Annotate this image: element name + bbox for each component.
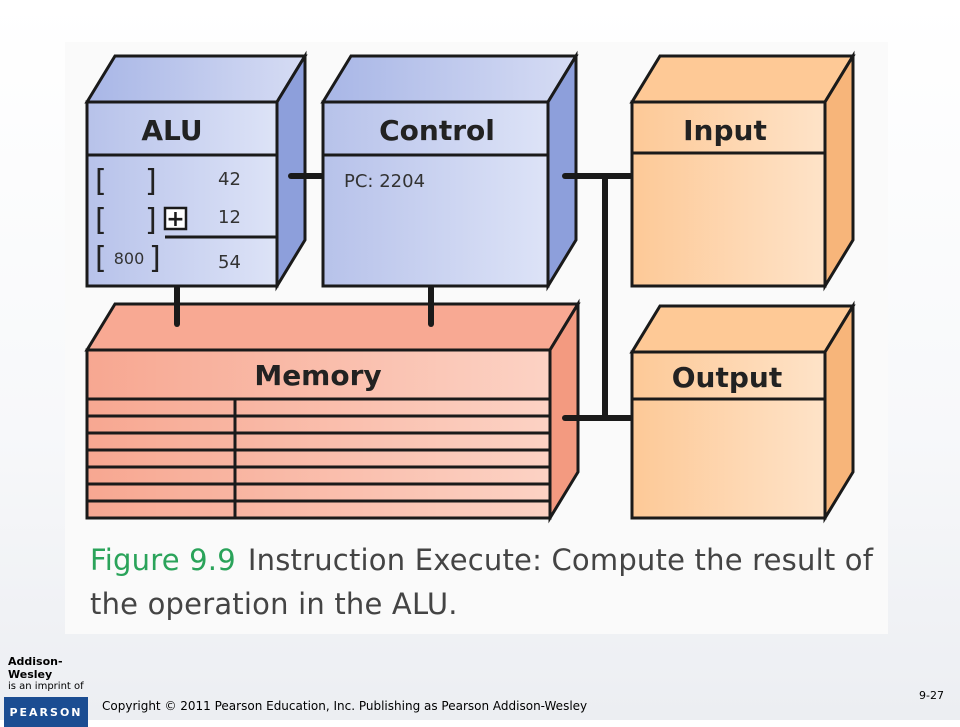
svg-text:[: [ — [95, 241, 107, 276]
output-title: Output — [672, 361, 782, 394]
svg-text:[: [ — [95, 203, 107, 238]
control-title: Control — [379, 114, 495, 147]
output-box: Output — [629, 300, 856, 524]
alu-title: ALU — [141, 114, 202, 147]
alu-register-1-value: 42 — [218, 169, 241, 190]
svg-text:]: ] — [145, 203, 157, 238]
system-bus — [174, 173, 633, 421]
input-box: Input — [629, 50, 856, 292]
svg-text:]: ] — [149, 241, 161, 276]
input-title: Input — [683, 114, 767, 147]
imprint-label: is an imprint of — [8, 681, 84, 692]
control-pc-value: PC: 2204 — [344, 171, 425, 192]
memory-cells — [87, 397, 550, 518]
slide-number: 9-27 — [919, 689, 944, 702]
alu-operator-symbol: + — [166, 207, 184, 232]
alu-register-3: [ ] 800 54 — [95, 241, 241, 276]
caption-text: Instruction Execute: Compute the result … — [90, 543, 874, 621]
alu-register-2-value: 12 — [218, 207, 241, 228]
svg-text:[: [ — [95, 164, 107, 199]
memory-box: Memory — [84, 298, 581, 524]
alu-register-2: [ ] 12 — [95, 203, 241, 238]
memory-title: Memory — [254, 359, 381, 392]
control-box: Control PC: 2204 — [320, 50, 579, 292]
alu-register-1: [ ] 42 — [95, 164, 241, 199]
pearson-logo: PEARSON — [4, 697, 88, 727]
alu-operator-icon: + — [163, 206, 188, 232]
figure-label: Figure 9.9 — [90, 543, 236, 577]
alu-register-3-content: 800 — [114, 249, 145, 268]
alu-box: ALU [ ] 42 [ ] 12 + [ ] 800 — [84, 50, 308, 292]
von-neumann-diagram: ALU [ ] 42 [ ] 12 + [ ] 800 — [84, 50, 856, 524]
copyright-text: Copyright © 2011 Pearson Education, Inc.… — [102, 699, 588, 713]
svg-text:]: ] — [145, 164, 157, 199]
alu-register-3-value: 54 — [218, 252, 241, 273]
publisher-logo: Addison-Wesley is an imprint of PEARSON — [0, 655, 92, 727]
addison-wesley-label: Addison-Wesley — [8, 655, 63, 681]
figure-panel: ALU [ ] 42 [ ] 12 + [ ] 800 — [65, 42, 888, 634]
